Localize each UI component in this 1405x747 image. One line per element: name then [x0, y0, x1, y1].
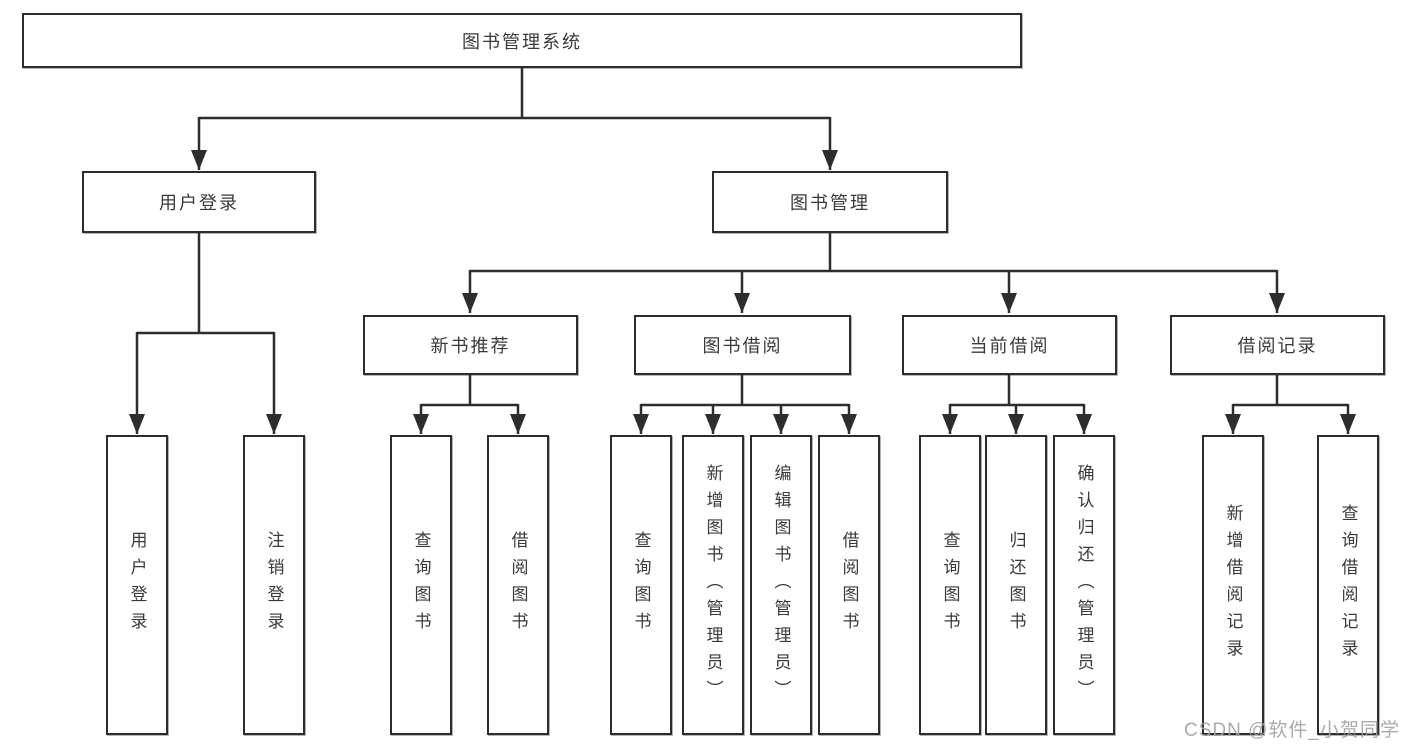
watermark: CSDN @软件_小贺同学: [1184, 720, 1400, 741]
connector-borrow-records-split: [1233, 375, 1348, 407]
node-leaf-query-book-3: 查询图书: [919, 435, 981, 735]
node-leaf-confirm-return-admin-label: 确认归还（管理员）: [1074, 463, 1094, 707]
node-borrow-records-label: 借阅记录: [1237, 336, 1318, 356]
node-leaf-query-book-1-label: 查询图书: [411, 531, 431, 639]
node-borrow-records: 借阅记录: [1170, 315, 1385, 375]
node-leaf-borrow-book-2: 借阅图书: [818, 435, 880, 735]
node-leaf-add-book-admin: 新增图书（管理员）: [682, 435, 744, 735]
node-leaf-user-login: 用户登录: [106, 435, 168, 735]
node-book-mgmt-label: 图书管理: [790, 193, 870, 213]
node-leaf-add-borrow-record: 新增借阅记录: [1202, 435, 1264, 735]
node-root-label: 图书管理系统: [462, 31, 582, 52]
node-current-borrow: 当前借阅: [902, 315, 1117, 375]
node-leaf-query-book-2: 查询图书: [610, 435, 672, 735]
connector-user-login-split: [137, 233, 274, 335]
node-new-book-recommend-label: 新书推荐: [430, 336, 511, 356]
node-book-borrow: 图书借阅: [634, 315, 851, 375]
node-leaf-logout-label: 注销登录: [264, 531, 284, 639]
node-leaf-query-borrow-record: 查询借阅记录: [1317, 435, 1379, 735]
connector-current-borrow-split: [950, 375, 1084, 407]
node-leaf-edit-book-admin-label: 编辑图书（管理员）: [771, 463, 791, 707]
node-current-borrow-label: 当前借阅: [969, 336, 1050, 356]
node-leaf-query-borrow-record-label: 查询借阅记录: [1338, 504, 1358, 666]
node-root: 图书管理系统: [22, 13, 1022, 68]
node-user-login-label: 用户登录: [159, 193, 239, 213]
node-leaf-edit-book-admin: 编辑图书（管理员）: [750, 435, 812, 735]
connector-new-book-split: [421, 375, 518, 407]
node-leaf-logout: 注销登录: [243, 435, 305, 735]
node-leaf-return-book-label: 归还图书: [1006, 531, 1026, 639]
node-user-login: 用户登录: [82, 171, 316, 233]
node-leaf-borrow-book-1-label: 借阅图书: [508, 531, 528, 639]
node-leaf-user-login-label: 用户登录: [127, 531, 147, 639]
node-book-mgmt: 图书管理: [712, 171, 948, 233]
node-leaf-query-book-2-label: 查询图书: [631, 531, 651, 639]
node-new-book-recommend: 新书推荐: [363, 315, 578, 375]
node-book-borrow-label: 图书借阅: [702, 336, 783, 356]
node-leaf-return-book: 归还图书: [985, 435, 1047, 735]
connector-book-borrow-split: [641, 375, 849, 407]
node-leaf-add-borrow-record-label: 新增借阅记录: [1223, 504, 1243, 666]
connector-root-split: [199, 68, 830, 120]
node-leaf-confirm-return-admin: 确认归还（管理员）: [1053, 435, 1115, 735]
node-leaf-query-book-3-label: 查询图书: [940, 531, 960, 639]
node-leaf-add-book-admin-label: 新增图书（管理员）: [703, 463, 723, 707]
node-leaf-borrow-book-2-label: 借阅图书: [839, 531, 859, 639]
node-leaf-borrow-book-1: 借阅图书: [487, 435, 549, 735]
node-leaf-query-book-1: 查询图书: [390, 435, 452, 735]
connector-book-mgmt-split: [470, 233, 1277, 273]
